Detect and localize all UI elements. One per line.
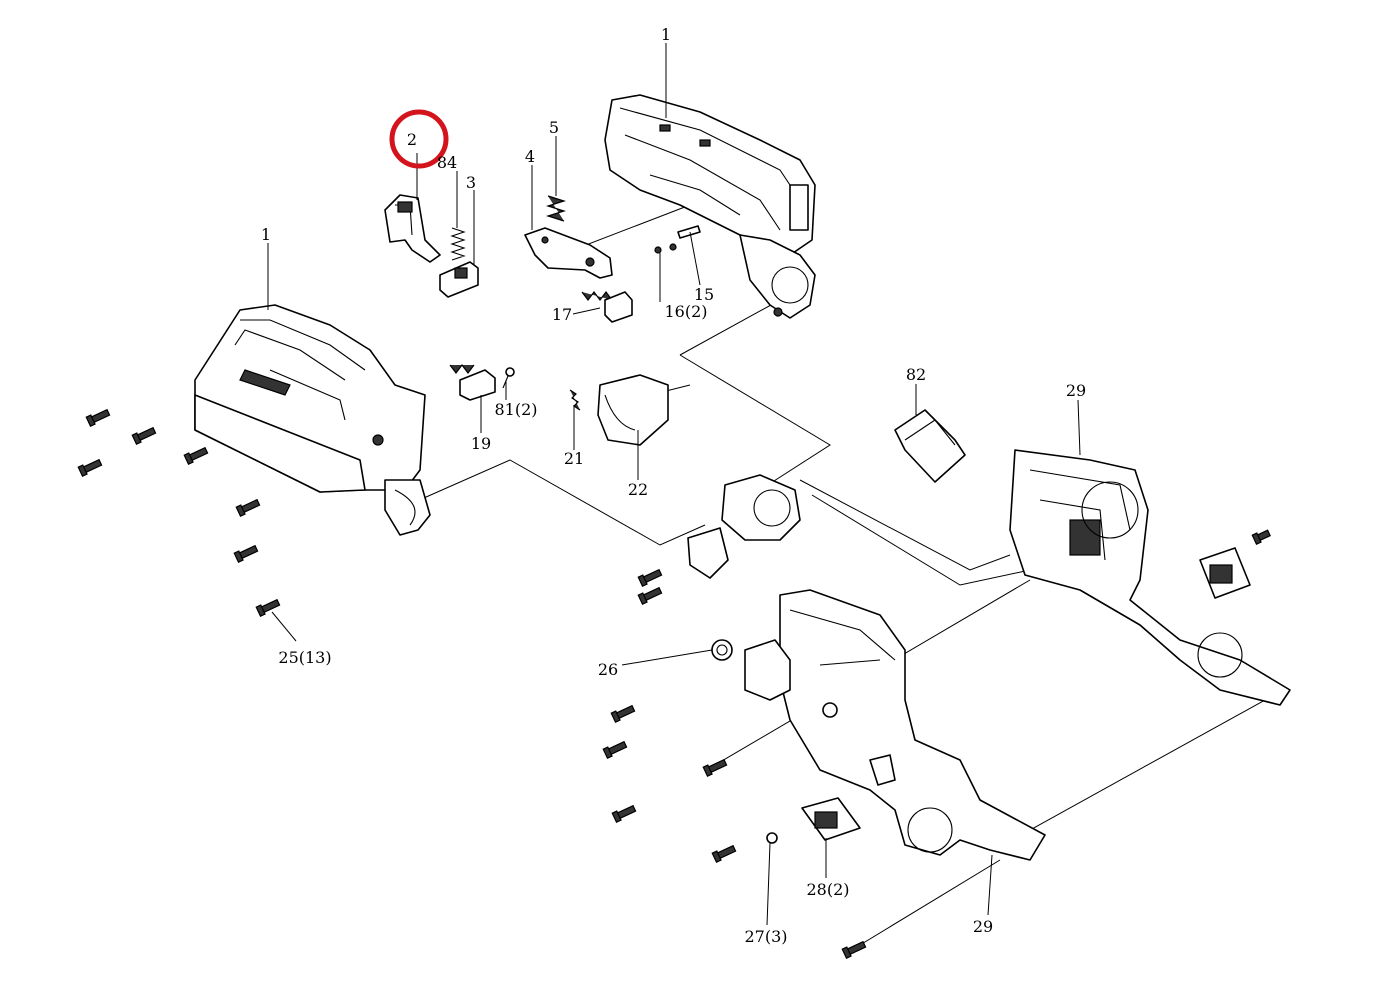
switch-cover-part xyxy=(384,194,441,263)
cover-82-part xyxy=(894,409,966,483)
callout-17: 17 xyxy=(552,305,572,324)
spring-5-part xyxy=(545,195,567,222)
callout-84: 84 xyxy=(437,153,457,172)
motor-coupler-part xyxy=(687,474,801,579)
callout-4: 4 xyxy=(525,147,535,166)
callout-3: 3 xyxy=(466,173,476,192)
callout-1-top: 1 xyxy=(661,25,671,44)
callout-labels: 1 1 2 3 4 5 84 15 16(2) 17 19 81(2) 21 2… xyxy=(261,25,1086,946)
callout-22: 22 xyxy=(628,480,648,499)
callout-82: 82 xyxy=(906,365,926,384)
bracket-22-part xyxy=(597,374,669,446)
callout-1-left: 1 xyxy=(261,225,271,244)
highlight-circle xyxy=(389,109,449,169)
callout-21: 21 xyxy=(564,449,584,468)
spring-84-part xyxy=(450,227,466,261)
callout-2: 2 xyxy=(407,130,417,149)
plate-28-part xyxy=(801,547,1251,841)
screws-25-group xyxy=(77,408,1271,960)
callout-29-top: 29 xyxy=(1066,381,1086,400)
callout-27: 27(3) xyxy=(744,927,787,946)
callout-15: 15 xyxy=(694,285,714,304)
lower-housing-29-part xyxy=(744,589,1046,861)
callout-26: 26 xyxy=(598,660,618,679)
ring-26-part xyxy=(711,639,733,661)
screw-27-part xyxy=(766,832,778,844)
lever-4-part xyxy=(524,227,613,279)
brush-holder-19-part xyxy=(449,364,496,401)
right-housing-29-part xyxy=(1009,449,1291,706)
callout-leaders xyxy=(267,43,1081,926)
callout-16: 16(2) xyxy=(664,302,707,321)
callout-29-bottom: 29 xyxy=(973,917,993,936)
pin-15-part xyxy=(677,225,701,239)
screw-81-part xyxy=(502,367,515,389)
spring-21-part xyxy=(569,389,581,411)
callout-5: 5 xyxy=(549,118,559,137)
callout-28: 28(2) xyxy=(806,880,849,899)
switch-block-3-part xyxy=(439,261,479,298)
upper-housing-part xyxy=(604,94,816,319)
brush-holder-17-part xyxy=(581,291,633,323)
callout-25: 25(13) xyxy=(278,648,331,667)
pin-16-part xyxy=(654,243,677,254)
callout-81: 81(2) xyxy=(494,400,537,419)
callout-19: 19 xyxy=(471,434,491,453)
handle-housing-part xyxy=(194,304,431,536)
